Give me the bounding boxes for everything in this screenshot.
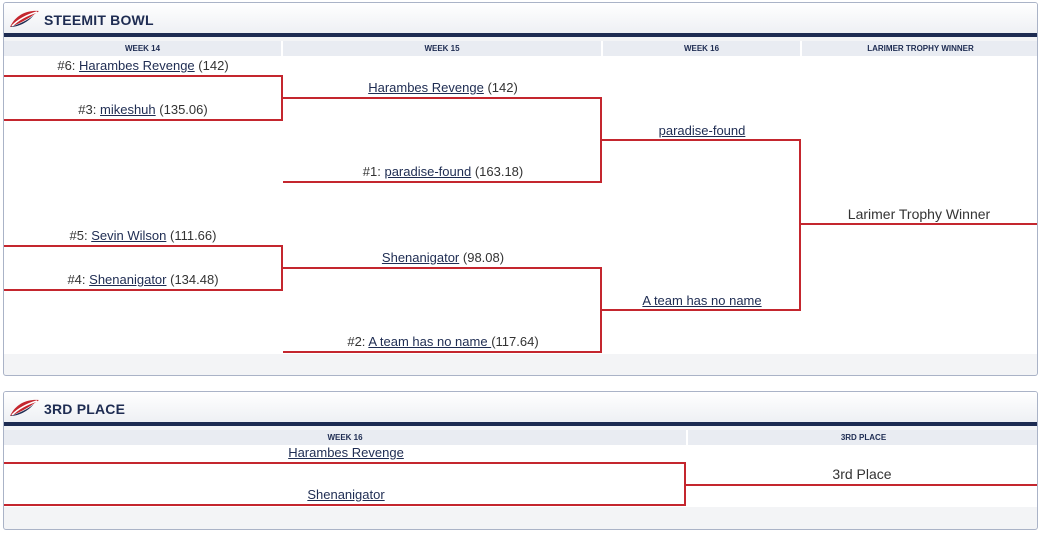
score: (117.64): [491, 334, 539, 349]
team-link[interactable]: paradise-found: [384, 164, 472, 179]
team-link[interactable]: paradise-found: [658, 123, 746, 138]
team-link[interactable]: A team has no name: [642, 293, 762, 308]
seed-label: #4:: [67, 272, 86, 287]
steem-football-logo-icon: [10, 10, 39, 27]
team-link[interactable]: mikeshuh: [100, 102, 156, 117]
bracket-line: [4, 119, 282, 121]
score: (134.48): [170, 272, 219, 287]
matchup-entry: #6: Harambes Revenge (142): [57, 58, 228, 74]
bracket-line: [4, 245, 282, 247]
bracket-line: [283, 351, 602, 353]
bracket-line: [4, 289, 282, 291]
bracket-area: [4, 445, 1037, 507]
bracket-line: [684, 484, 1037, 486]
seed-label: #1:: [362, 164, 381, 179]
seed-label: #5:: [69, 228, 88, 243]
steemit-bowl-panel: STEEMIT BOWL WEEK 14 WEEK 15 WEEK 16 LAR…: [3, 2, 1038, 376]
bracket-line: [4, 75, 282, 77]
bracket-area: [4, 56, 1037, 354]
score: (111.66): [169, 228, 217, 243]
team-link[interactable]: Shenanigator: [381, 250, 460, 265]
bracket-line: [600, 309, 801, 311]
panel-title: 3RD PLACE: [44, 401, 126, 417]
matchup-entry: #5: Sevin Wilson (111.66): [70, 228, 217, 244]
team-link[interactable]: A team has no name: [368, 334, 492, 349]
third-place-panel: 3RD PLACE WEEK 16 3RD PLACE Harambes Rev…: [3, 391, 1038, 530]
matchup-entry: Shenanigator: [307, 487, 384, 503]
column-header-week16: WEEK 16: [4, 430, 688, 445]
bracket-line: [799, 139, 801, 311]
matchup-entry: #4: Shenanigator (134.48): [67, 272, 218, 288]
matchup-entry: A team has no name: [642, 293, 761, 309]
winner-placeholder: Larimer Trophy Winner: [847, 206, 991, 222]
team-link[interactable]: Harambes Revenge: [79, 58, 195, 73]
bracket-line: [799, 223, 1037, 225]
score: (98.08): [462, 250, 505, 265]
seed-label: #3:: [78, 102, 97, 117]
team-link[interactable]: Sevin Wilson: [91, 228, 167, 243]
column-header-week15: WEEK 15: [283, 41, 603, 56]
steemit-bowl-header: STEEMIT BOWL: [4, 3, 1037, 37]
team-link[interactable]: Shenanigator: [307, 487, 385, 502]
bracket-line: [4, 462, 686, 464]
bracket-line: [283, 181, 602, 183]
team-link[interactable]: Shenanigator: [89, 272, 167, 287]
score: (135.06): [159, 102, 208, 117]
bracket-line: [281, 97, 602, 99]
matchup-entry: Harambes Revenge (142): [368, 80, 518, 96]
team-link[interactable]: Harambes Revenge: [368, 80, 484, 95]
column-header-week14: WEEK 14: [4, 41, 283, 56]
third-place-placeholder: 3rd Place: [832, 466, 892, 482]
matchup-entry: #2: A team has no name (117.64): [347, 334, 538, 350]
seed-label: #6:: [57, 58, 76, 73]
team-link[interactable]: Harambes Revenge: [288, 445, 404, 460]
bracket-line: [281, 267, 602, 269]
matchup-entry: Shenanigator (98.08): [382, 250, 504, 266]
column-header-winner: LARIMER TROPHY WINNER: [802, 41, 1037, 56]
score: (163.18): [474, 164, 524, 179]
matchup-entry: #3: mikeshuh (135.06): [78, 102, 207, 118]
panel-title: STEEMIT BOWL: [44, 12, 154, 28]
score: (142): [198, 58, 229, 73]
column-header-week16: WEEK 16: [603, 41, 802, 56]
bracket-line: [4, 504, 686, 506]
bracket-line: [600, 139, 801, 141]
column-header-third-place: 3RD PLACE: [688, 430, 1037, 445]
matchup-entry: Harambes Revenge: [288, 445, 404, 461]
matchup-entry: paradise-found: [659, 123, 746, 139]
score: (142): [487, 80, 518, 95]
steem-football-logo-icon: [10, 399, 39, 416]
matchup-entry: #1: paradise-found (163.18): [363, 164, 523, 180]
third-place-header: 3RD PLACE: [4, 392, 1037, 426]
seed-label: #2:: [347, 334, 366, 349]
